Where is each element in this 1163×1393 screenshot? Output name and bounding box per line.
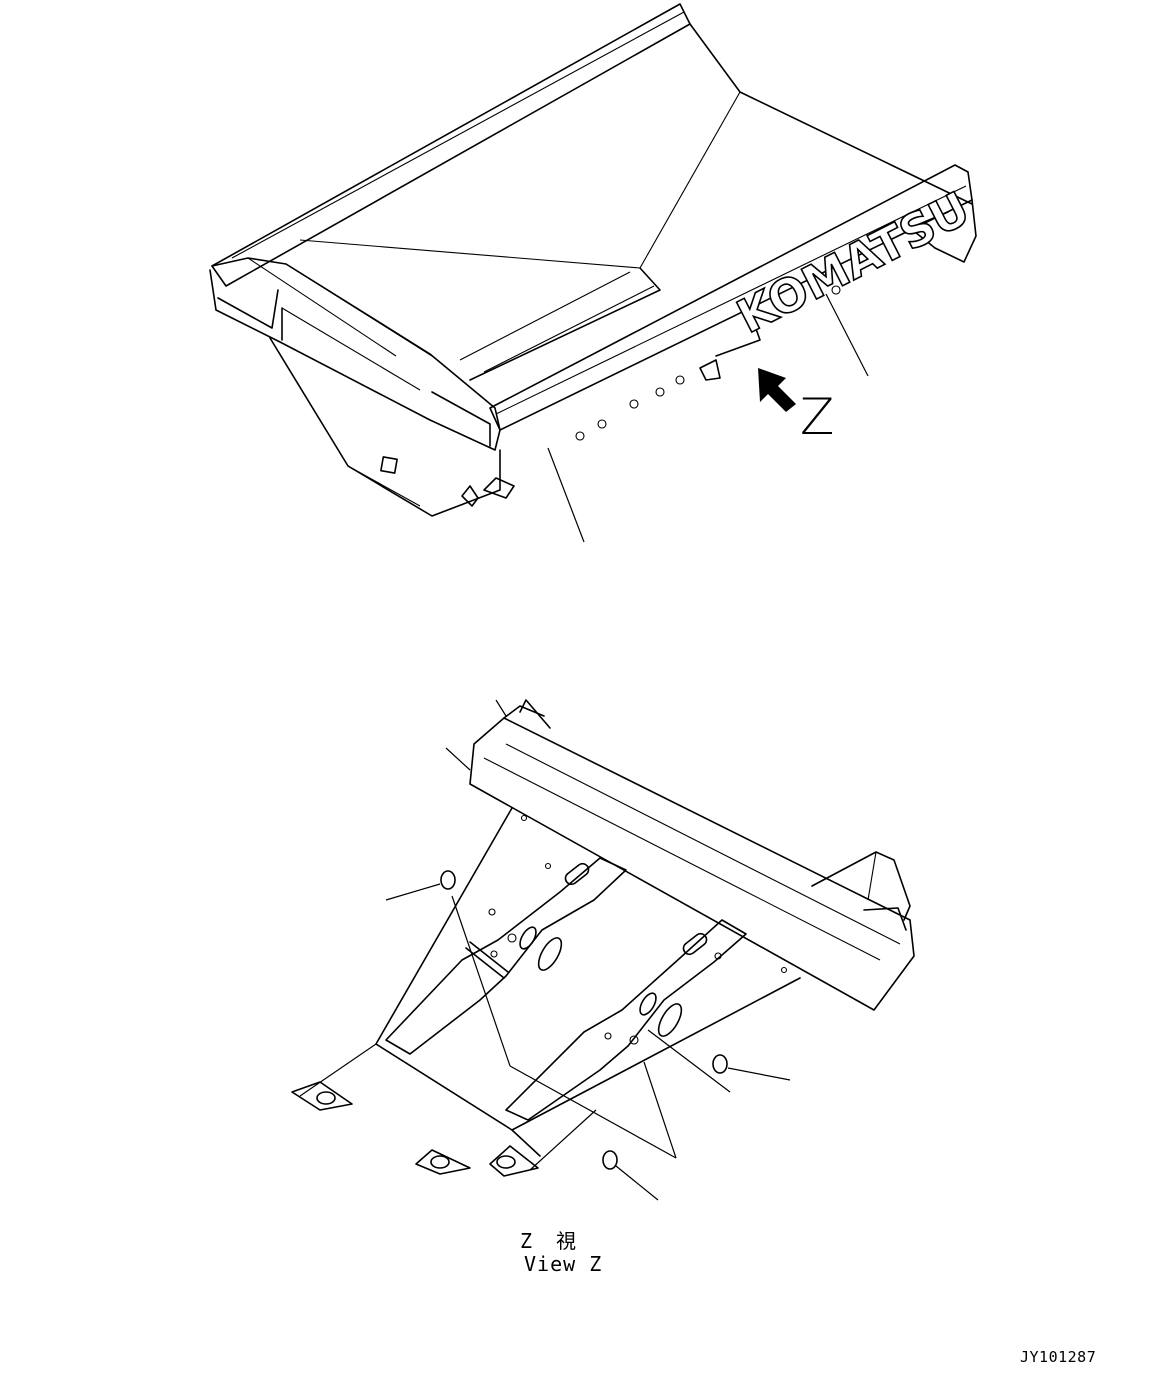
drawing-id: JY101287 <box>1020 1348 1097 1366</box>
dump-body-illustration: KOMATSU <box>209 3 979 543</box>
view-caption-japanese: Z 視 <box>520 1229 579 1253</box>
underside-brackets <box>575 285 841 441</box>
view-z-illustration <box>291 699 915 1201</box>
view-marker-letter: Z <box>800 388 835 446</box>
view-z-arrow <box>758 368 796 412</box>
view-caption-english: View Z <box>524 1252 603 1276</box>
body-logo: KOMATSU <box>728 181 977 344</box>
